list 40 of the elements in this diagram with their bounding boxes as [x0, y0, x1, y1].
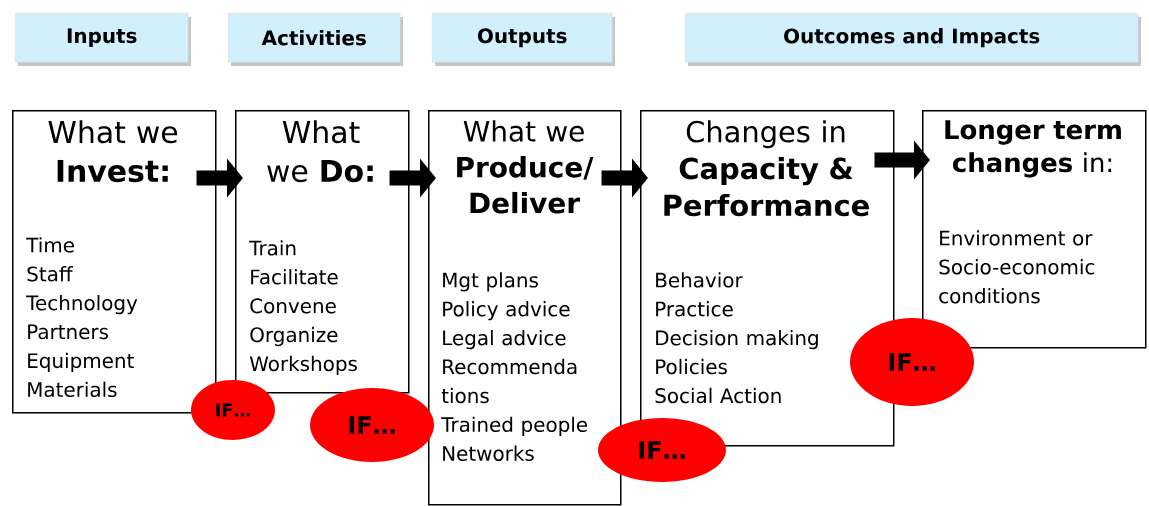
text-box — [12, 110, 217, 414]
list-text: Time Staff Technology Partners Equipment Materials — [26, 237, 138, 398]
header-band: Inputs — [15, 13, 191, 66]
node-label: Time — [26, 237, 74, 253]
node-label: Recommenda tions — [441, 358, 577, 404]
node-label: Social Action — [655, 387, 781, 404]
node-label: Workshops — [249, 355, 357, 376]
node-label: Policy advice — [443, 301, 570, 321]
node-label: Decision making — [656, 329, 818, 350]
heading-text: Changes in Capacity & Performance — [664, 120, 869, 217]
list-text: Train Facilitate Convene Organize Workshops — [249, 240, 357, 376]
node-label: Behavior — [656, 272, 743, 288]
node-label: Staff — [27, 266, 73, 282]
header-band: Activities — [228, 13, 403, 66]
node-label: Partners — [28, 324, 109, 340]
heading-text: What we Invest: — [48, 120, 178, 183]
node-label: Legal advice — [443, 329, 566, 350]
node-label: Equipment — [28, 352, 134, 373]
list-text: Mgt plans Policy advice Legal advice Recommenda tions Trained people Networks — [441, 272, 588, 461]
node-label: Policies — [656, 358, 727, 375]
node-label: Networks — [443, 445, 534, 461]
header-band: Outcomes and Impacts — [685, 13, 1141, 66]
node-label: Trained people — [441, 416, 588, 436]
node-label: Organize — [250, 326, 338, 347]
list-text: Environment or Socio-economic conditions — [939, 230, 1095, 304]
node-label: Convene — [250, 298, 336, 314]
text-box — [235, 110, 410, 394]
node-label: Train — [249, 240, 296, 256]
list-text: Behavior Practice Decision making Policies Social Action — [655, 272, 818, 404]
header-band: Outputs — [432, 13, 615, 66]
heading-text: What we Produce/ Deliver — [457, 120, 594, 214]
node-label: Practice — [656, 301, 733, 317]
heading-text: Longer term changes in: — [945, 120, 1121, 178]
text-box — [922, 110, 1147, 349]
node-label: Materials — [28, 381, 117, 398]
node-label: Facilitate — [251, 269, 338, 285]
heading-text: What we Do: — [267, 120, 373, 183]
node-label: Technology — [26, 294, 138, 315]
text-box — [428, 110, 622, 506]
node-label: Mgt plans — [443, 272, 538, 292]
